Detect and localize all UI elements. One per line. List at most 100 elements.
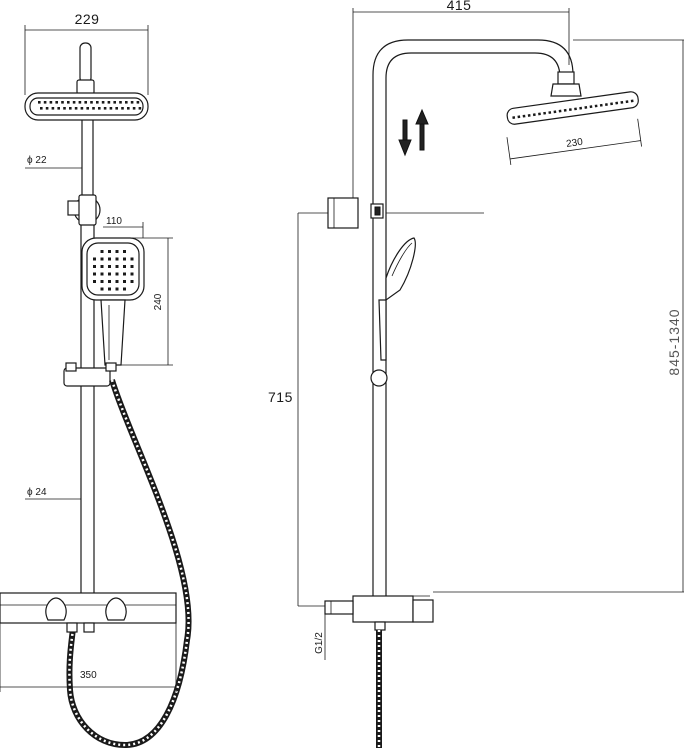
nozzle-dot	[115, 280, 119, 283]
nozzle-dot	[90, 101, 93, 104]
nozzle-dot	[38, 101, 41, 104]
nozzle-dot	[522, 114, 526, 118]
diverter-joint	[67, 194, 101, 226]
head-mount	[550, 71, 582, 97]
nozzle-dot	[517, 115, 521, 119]
nozzle-dot	[610, 102, 613, 106]
nozzle-dot	[138, 107, 142, 110]
nozzle-dot	[130, 101, 134, 104]
nozzle-dot	[92, 107, 95, 110]
nozzle-dot	[100, 280, 104, 283]
outlet-height-dimension: 715	[268, 212, 353, 607]
upper-pipe-diameter: ϕ 22	[25, 155, 82, 169]
nozzle-dot	[123, 257, 126, 261]
head-nozzles	[38, 101, 142, 110]
nozzle-dot	[96, 101, 99, 104]
nozzle-dot	[115, 107, 118, 110]
nozzle-dot	[113, 101, 116, 104]
height-adjust-arrows	[398, 108, 429, 157]
nozzle-dot	[558, 109, 562, 113]
head-arm	[76, 42, 95, 95]
nozzle-dot	[108, 265, 111, 268]
hand-shower	[81, 237, 145, 366]
nozzle-dot	[625, 100, 629, 104]
nozzle-dot	[136, 101, 140, 104]
hand-shower-dimensions: 110 240	[103, 216, 173, 366]
mixer-body	[0, 592, 177, 633]
nozzle-dot	[532, 113, 536, 117]
nozzle-dot	[61, 101, 64, 104]
nozzle-dot	[127, 107, 130, 110]
head-diameter-label: 230	[565, 137, 583, 150]
nozzle-dot	[69, 107, 72, 110]
nozzle-dot	[115, 272, 119, 276]
nozzle-dot	[57, 107, 60, 110]
slide-holder	[63, 362, 117, 387]
projection-dimension: 415	[352, 0, 570, 200]
nozzle-dot	[130, 257, 134, 261]
nozzle-dot	[589, 105, 593, 109]
nozzle-dot	[93, 265, 96, 268]
outlet-height-label: 715	[268, 389, 293, 405]
overhead-head-side	[506, 91, 639, 125]
nozzle-dot	[100, 250, 104, 253]
upper-pipe	[81, 120, 94, 195]
nozzle-dot	[100, 272, 104, 276]
front-view: 229 ϕ 22	[0, 11, 192, 749]
nozzle-dot	[103, 107, 107, 110]
total-height-label: 845-1340	[666, 308, 682, 375]
total-height-dimension: 845-1340	[433, 39, 684, 593]
nozzle-dot	[100, 287, 104, 291]
nozzle-dot	[45, 107, 49, 110]
nozzle-dot	[93, 272, 96, 276]
head-width-label: 229	[75, 11, 100, 27]
hand-width-label: 110	[106, 216, 122, 227]
side-head-nozzles	[512, 99, 634, 119]
hand-shower-side	[370, 237, 416, 387]
nozzle-dot	[40, 107, 43, 110]
nozzle-dot	[100, 257, 104, 261]
nozzle-dot	[123, 272, 126, 276]
nozzle-dot	[584, 106, 588, 109]
nozzle-dot	[108, 272, 111, 276]
nozzle-dot	[49, 101, 53, 104]
nozzle-dot	[108, 250, 111, 253]
nozzle-dot	[119, 101, 122, 104]
nozzle-dot	[538, 112, 541, 116]
nozzle-dot	[594, 104, 598, 108]
nozzle-dot	[67, 101, 70, 104]
connection-thread: G1/2	[314, 614, 326, 660]
mixer-side	[324, 595, 434, 631]
nozzle-dot	[123, 280, 126, 283]
nozzle-dot	[130, 265, 134, 268]
nozzle-dot	[115, 287, 119, 291]
nozzle-dot	[125, 101, 128, 104]
nozzle-dot	[121, 107, 124, 110]
nozzle-dot	[123, 250, 126, 253]
diverter-box-side	[327, 197, 484, 229]
nozzle-dot	[51, 107, 55, 110]
connection-label: G1/2	[314, 632, 325, 654]
nozzle-dot	[115, 265, 119, 268]
mixer-width-dimension: 350	[0, 623, 177, 692]
nozzle-dot	[55, 101, 58, 104]
nozzle-dot	[615, 101, 619, 105]
projection-label: 415	[447, 0, 472, 13]
nozzle-dot	[80, 107, 84, 110]
nozzle-dot	[108, 287, 111, 291]
nozzle-dot	[599, 103, 603, 107]
nozzle-dot	[579, 106, 583, 110]
nozzle-dot	[78, 101, 82, 104]
lower-pipe-dia-label: ϕ 24	[27, 487, 47, 498]
nozzle-dot	[543, 111, 547, 115]
nozzle-dot	[115, 250, 119, 253]
head-width-dimension: 229	[24, 11, 149, 95]
nozzle-dot	[115, 257, 119, 261]
nozzle-dot	[123, 265, 126, 268]
nozzle-dot	[527, 113, 531, 117]
lower-pipe-diameter: ϕ 24	[25, 487, 81, 500]
head-diameter-dimension: 230	[506, 118, 642, 165]
nozzle-dot	[101, 101, 105, 104]
side-view: 415 230	[268, 0, 684, 748]
